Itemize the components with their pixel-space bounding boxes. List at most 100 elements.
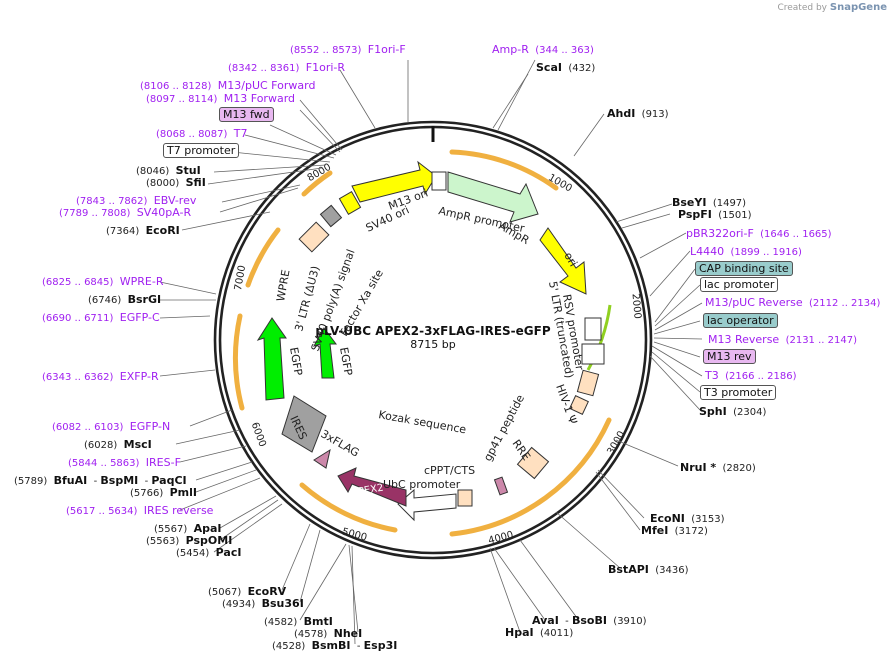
label-ubc: UbC promoter [383, 478, 461, 491]
enzyme-pos: (2820) [722, 463, 756, 474]
enzyme-bsrgi[interactable]: (6746) BsrGI [88, 294, 161, 307]
primer-ires-f[interactable]: (5844 .. 5863) IRES-F [68, 457, 181, 470]
enzyme-msci[interactable]: (6028) MscI [84, 439, 152, 452]
enzyme-bmti[interactable]: (4582) BmtI [264, 616, 333, 629]
enzyme-paci[interactable]: (5454) PacI [176, 547, 241, 560]
primer-m13-reverse[interactable]: M13 Reverse (2131 .. 2147) [708, 334, 857, 347]
enzyme-bseyi[interactable]: BseYI (1497) [672, 197, 746, 210]
primer-name: pBR322ori-F [686, 227, 754, 240]
enzyme-name: StuI [175, 164, 201, 177]
enzyme-mfei[interactable]: MfeI (3172) [641, 525, 708, 538]
enzyme-pos: (5067) [208, 587, 242, 598]
primer-l4440[interactable]: L4440 (1899 .. 1916) [690, 246, 802, 259]
primer-t3[interactable]: T3 (2166 .. 2186) [705, 370, 797, 383]
tick-2000: 2000 [629, 293, 642, 319]
primer-name: WPRE-R [119, 275, 164, 288]
enzyme-name: EcoRI [145, 224, 180, 237]
enzyme-pos: (6028) [84, 440, 118, 451]
enzyme-hpai[interactable]: HpaI (4011) [505, 627, 573, 640]
primer-range: (1646 .. 1665) [760, 229, 832, 240]
primer-name: T7 [233, 127, 248, 140]
enzyme-name: BstAPI [608, 563, 649, 576]
enzyme-group-bfuai[interactable]: (5789) BfuAI - BspMI - PaqCI [14, 475, 187, 488]
primer-egfp-n[interactable]: (6082 .. 6103) EGFP-N [52, 421, 170, 434]
primer-m13-forward[interactable]: (8097 .. 8114) M13 Forward [146, 93, 295, 106]
primer-name: M13 Reverse [708, 333, 780, 346]
enzyme-name: BfuAI [53, 474, 88, 487]
enzyme-pmli[interactable]: (5766) PmlI [130, 487, 197, 500]
enzyme-scai[interactable]: ScaI (432) [536, 62, 595, 75]
primer-exfp-r[interactable]: (6343 .. 6362) EXFP-R [42, 371, 159, 384]
orf-arcs [233, 149, 612, 537]
feature-m13-rev[interactable]: M13 rev [703, 349, 756, 364]
enzyme-pos: (5789) [14, 476, 48, 487]
feature-m13-fwd[interactable]: M13 fwd [219, 107, 274, 122]
primer-name: T3 [705, 369, 719, 382]
primer-name: M13 Forward [223, 92, 296, 105]
enzyme-name: MfeI [641, 524, 669, 537]
primer-amp-r[interactable]: Amp-R (344 .. 363) [492, 44, 594, 57]
enzyme-ecori[interactable]: (7364) EcoRI [106, 225, 180, 238]
enzyme-bstapi[interactable]: BstAPI (3436) [608, 564, 688, 577]
enzyme-avai[interactable]: AvaI - BsoBI (3910) [532, 615, 647, 628]
feature-t7-promoter[interactable]: T7 promoter [163, 143, 240, 158]
enzyme-stui[interactable]: (8046) StuI [136, 165, 201, 178]
gp41-box [493, 476, 509, 496]
lac-region-box [584, 317, 602, 341]
enzyme-ecorv[interactable]: (5067) EcoRV [208, 586, 286, 599]
enzyme-nrui[interactable]: NruI * (2820) [680, 462, 756, 475]
primer-name: M13/pUC Forward [217, 79, 316, 92]
primer-range: (344 .. 363) [535, 45, 594, 56]
enzyme-name: PmlI [169, 486, 198, 499]
enzyme-ahdi[interactable]: AhdI (913) [607, 108, 669, 121]
enzyme-nhei[interactable]: (4578) NheI [294, 628, 362, 641]
primer-m13-puc-forward[interactable]: (8106 .. 8128) M13/pUC Forward [140, 80, 315, 93]
enzyme-sfii[interactable]: (8000) SfiI [146, 177, 206, 190]
primer-ebv-rev[interactable]: (7843 .. 7862) EBV-rev [76, 195, 196, 208]
primer-sv40pa-r[interactable]: (7789 .. 7808) SV40pA-R [59, 207, 191, 220]
primer-range: (6343 .. 6362) [42, 372, 114, 383]
backbone-outer [213, 120, 653, 560]
primer-t7[interactable]: (8068 .. 8087) T7 [156, 128, 248, 141]
primer-f1ori-f[interactable]: (8552 .. 8573) F1ori-F [290, 44, 406, 57]
enzyme-apai[interactable]: (5567) ApaI [154, 523, 222, 536]
feature-label: T7 promoter [163, 143, 240, 158]
primer-f1ori-r[interactable]: (8342 .. 8361) F1ori-R [228, 62, 345, 75]
primer-range: (2131 .. 2147) [785, 335, 857, 346]
primer-egfp-c[interactable]: (6690 .. 6711) EGFP-C [42, 312, 160, 325]
enzyme-sphi[interactable]: SphI (2304) [699, 406, 766, 419]
feature-lac-promoter[interactable]: lac promoter [700, 277, 779, 292]
feature-t3-promoter[interactable]: T3 promoter [700, 385, 777, 400]
label-cppt: cPPT/CTS [424, 464, 475, 477]
feature-label: lac operator [703, 313, 778, 328]
enzyme-name: BseYI [672, 196, 707, 209]
label-egfp-inner: EGFP [337, 346, 355, 377]
enzyme-name: BsrGI [127, 293, 162, 306]
primer-range: (8097 .. 8114) [146, 94, 218, 105]
feature-cap-binding-site[interactable]: CAP binding site [695, 261, 793, 276]
enzyme-pos: (432) [568, 63, 596, 74]
primer-ires-reverse[interactable]: (5617 .. 5634) IRES reverse [66, 505, 213, 518]
primer-wpre-r[interactable]: (6825 .. 6845) WPRE-R [42, 276, 164, 289]
primer-name: EBV-rev [153, 194, 197, 207]
enzyme-name: BmtI [303, 615, 333, 628]
ampr-arrow [447, 171, 539, 223]
primer-range: (6825 .. 6845) [42, 277, 114, 288]
enzyme-pos: (1497) [712, 198, 747, 209]
primer-name: EGFP-N [129, 420, 171, 433]
enzyme-pos: (3910) [613, 616, 647, 627]
primer-range: (8106 .. 8128) [140, 81, 212, 92]
primer-range: (2112 .. 2134) [808, 298, 881, 309]
enzyme-pspfi[interactable]: PspFI (1501) [678, 209, 752, 222]
feature-label: T3 promoter [700, 385, 777, 400]
enzyme-name: PaqCI [151, 474, 187, 487]
enzyme-bsmbi[interactable]: (4528) BsmBI - Esp3I [272, 640, 397, 653]
primer-m13-puc-reverse[interactable]: M13/pUC Reverse (2112 .. 2134) [705, 297, 880, 310]
primer-pbr322ori-f[interactable]: pBR322ori-F (1646 .. 1665) [686, 228, 832, 241]
enzyme-bsu36i[interactable]: (4934) Bsu36I [222, 598, 304, 611]
plasmid-size: 8715 bp [410, 338, 455, 351]
label-sv40-ori: SV40 ori [364, 203, 411, 234]
enzyme-pspomi[interactable]: (5563) PspOMI [146, 535, 232, 548]
enzyme-econi[interactable]: EcoNI (3153) [650, 513, 725, 526]
feature-lac-operator[interactable]: lac operator [703, 313, 778, 328]
